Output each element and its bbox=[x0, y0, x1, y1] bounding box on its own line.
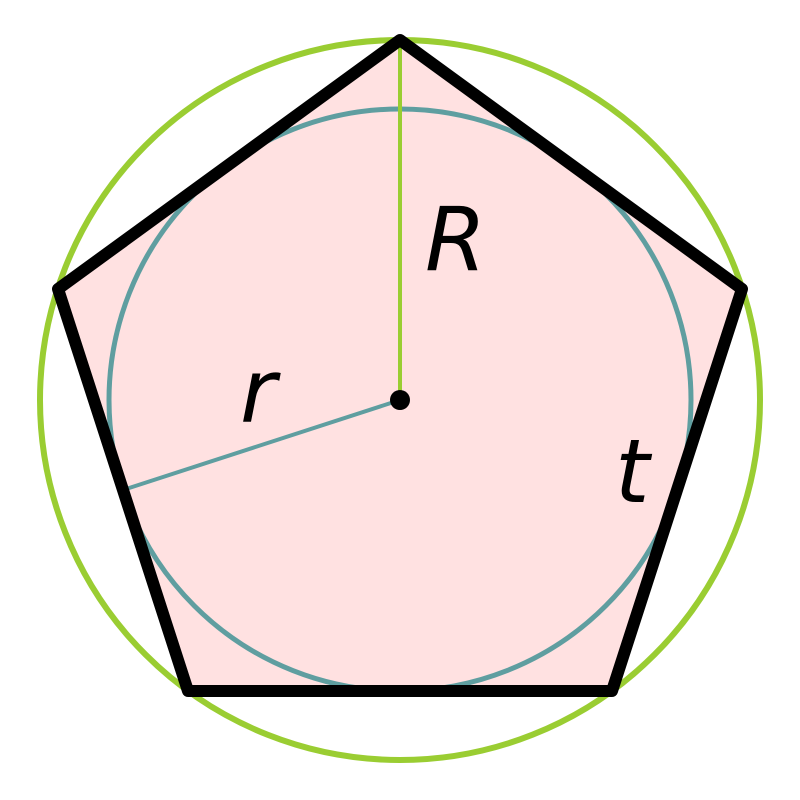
pentagon-outline bbox=[52, 34, 748, 697]
label-side: t bbox=[615, 420, 653, 523]
label-circumradius: R bbox=[425, 188, 486, 291]
label-inradius: r bbox=[240, 340, 281, 443]
center-point bbox=[390, 390, 410, 410]
inradius-line bbox=[122, 398, 401, 492]
